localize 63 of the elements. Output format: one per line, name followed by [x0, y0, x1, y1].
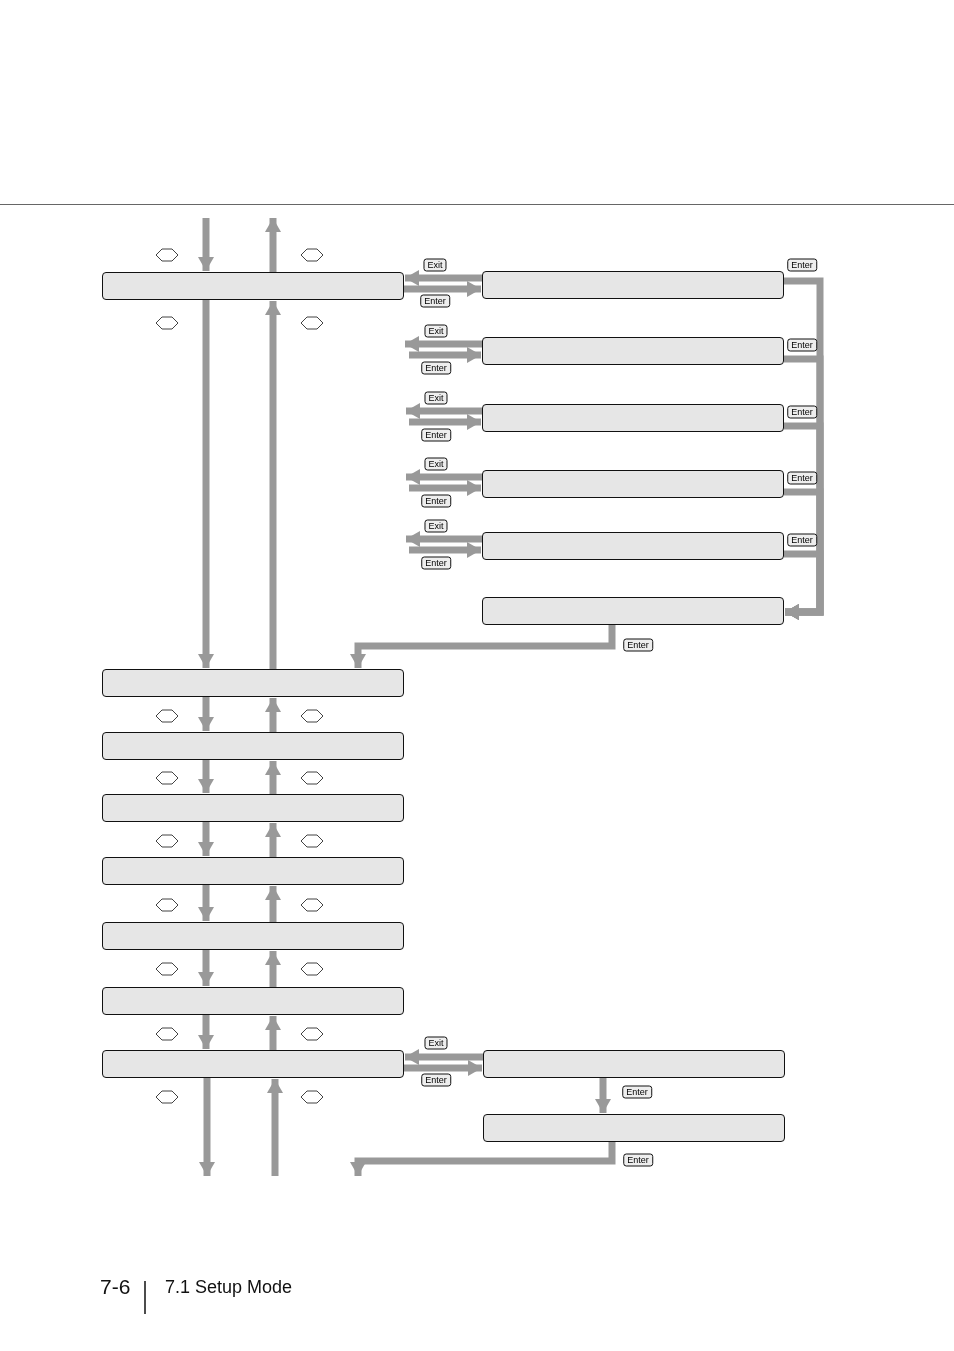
key-label: Enter	[421, 361, 451, 375]
display-box	[102, 1050, 404, 1078]
key-label: Enter	[787, 338, 817, 352]
key-label: Exit	[424, 391, 448, 405]
key-label: Enter	[787, 471, 817, 485]
arrow	[198, 822, 214, 856]
arrow	[265, 698, 281, 732]
arrow	[350, 625, 616, 668]
key-label: Enter	[420, 294, 450, 308]
display-box	[482, 271, 784, 299]
display-box	[483, 1050, 785, 1078]
section-title: 7.1 Setup Mode	[165, 1277, 293, 1298]
key-label: Exit	[424, 1036, 448, 1050]
arrow	[404, 1060, 482, 1076]
arrow	[595, 1078, 611, 1113]
display-box	[482, 532, 784, 560]
key-label: Enter	[787, 405, 817, 419]
arrow	[409, 480, 481, 496]
arrow	[404, 281, 481, 297]
key-label: Exit	[424, 519, 448, 533]
key-label: Enter	[421, 1073, 451, 1087]
key-label: Enter	[421, 556, 451, 570]
arrow	[265, 886, 281, 922]
arrow	[198, 885, 214, 921]
display-box	[482, 597, 784, 625]
arrow	[198, 300, 214, 668]
arrow	[265, 823, 281, 857]
key-label: Exit	[424, 324, 448, 338]
arrow	[198, 950, 214, 986]
display-box	[102, 857, 404, 885]
display-box	[483, 1114, 785, 1142]
display-box	[102, 922, 404, 950]
arrow	[198, 760, 214, 793]
arrow	[265, 951, 281, 987]
key-label: Enter	[421, 428, 451, 442]
display-box	[482, 470, 784, 498]
arrow	[265, 301, 281, 669]
arrow	[409, 542, 481, 558]
key-label: Enter	[623, 638, 653, 652]
display-box	[482, 337, 784, 365]
arrow	[265, 1016, 281, 1050]
display-box	[102, 987, 404, 1015]
key-label: Exit	[423, 258, 447, 272]
arrow	[409, 414, 481, 430]
key-label: Enter	[622, 1085, 652, 1099]
arrow	[405, 1049, 483, 1065]
display-box	[482, 404, 784, 432]
key-label: Enter	[787, 258, 817, 272]
key-label: Enter	[421, 494, 451, 508]
arrow	[784, 550, 824, 620]
display-box	[102, 794, 404, 822]
display-box	[102, 732, 404, 760]
arrow	[405, 270, 482, 286]
page-number: 7-6	[100, 1275, 131, 1299]
arrow	[265, 761, 281, 794]
display-box	[102, 669, 404, 697]
arrow	[198, 697, 214, 731]
key-label: Enter	[787, 533, 817, 547]
display-box	[102, 272, 404, 300]
key-label: Exit	[424, 457, 448, 471]
arrow	[198, 1015, 214, 1049]
arrow	[409, 347, 481, 363]
key-label: Enter	[623, 1153, 653, 1167]
